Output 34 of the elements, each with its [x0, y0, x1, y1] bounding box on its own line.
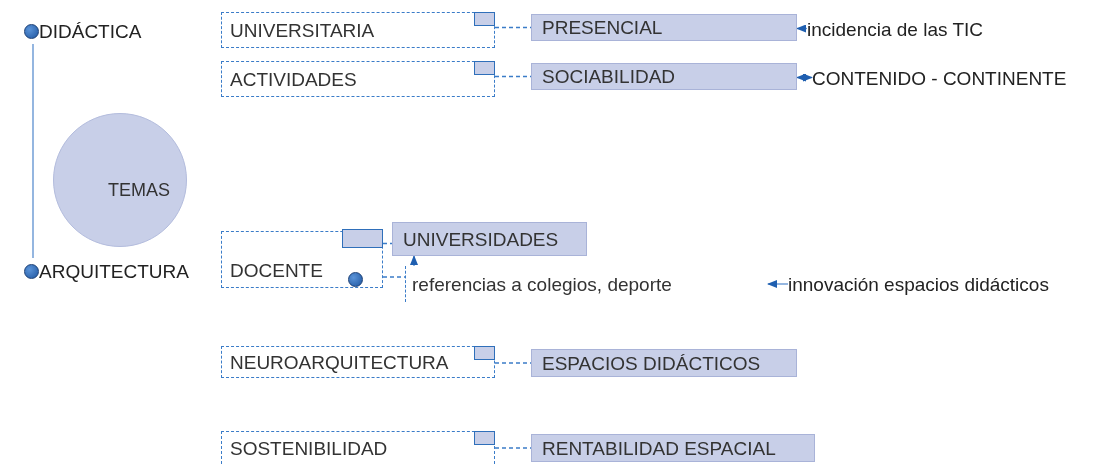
topic-label: ARQUITECTURA [39, 261, 189, 281]
arrow [796, 24, 808, 33]
box-label: RENTABILIDAD ESPACIAL [542, 438, 776, 458]
box-label: SOCIABILIDAD [542, 67, 676, 86]
note-text: referencias a colegios, deporte [412, 274, 672, 294]
note-text: incidencia de las TIC [807, 19, 984, 39]
note-text: innovación espacios didácticos [788, 274, 1049, 294]
filled-box [392, 222, 587, 256]
box-label: SOSTENIBILIDAD [230, 438, 388, 458]
box-label: PRESENCIAL [542, 18, 663, 37]
circle-label: TEMAS [108, 180, 170, 200]
dashed-box [221, 431, 495, 464]
arrow [767, 280, 789, 288]
connector-line [382, 276, 406, 278]
box-label: UNIVERSIDADES [403, 229, 559, 249]
note-text: CONTENIDO - CONTINENTE [812, 68, 1067, 88]
box-label: DOCENTE [230, 261, 323, 280]
connector-line [32, 43, 34, 259]
box-label: UNIVERSITARIA [230, 20, 375, 40]
connector-line [382, 242, 393, 245]
dashed-box [221, 61, 495, 97]
filled-box [531, 14, 797, 41]
topic-label: DIDÁCTICA [39, 21, 142, 41]
filled-box [531, 434, 815, 462]
box-label: NEUROARQUITECTURA [230, 352, 449, 372]
arrow [410, 255, 418, 267]
dashed-box [221, 346, 495, 378]
dashed-box [221, 12, 495, 48]
filled-box [531, 63, 797, 90]
arrow [796, 73, 813, 82]
box-label: ESPACIOS DIDÁCTICOS [542, 353, 761, 373]
filled-box [531, 349, 797, 377]
dashed-box [221, 231, 383, 288]
box-label: ACTIVIDADES [230, 69, 357, 89]
